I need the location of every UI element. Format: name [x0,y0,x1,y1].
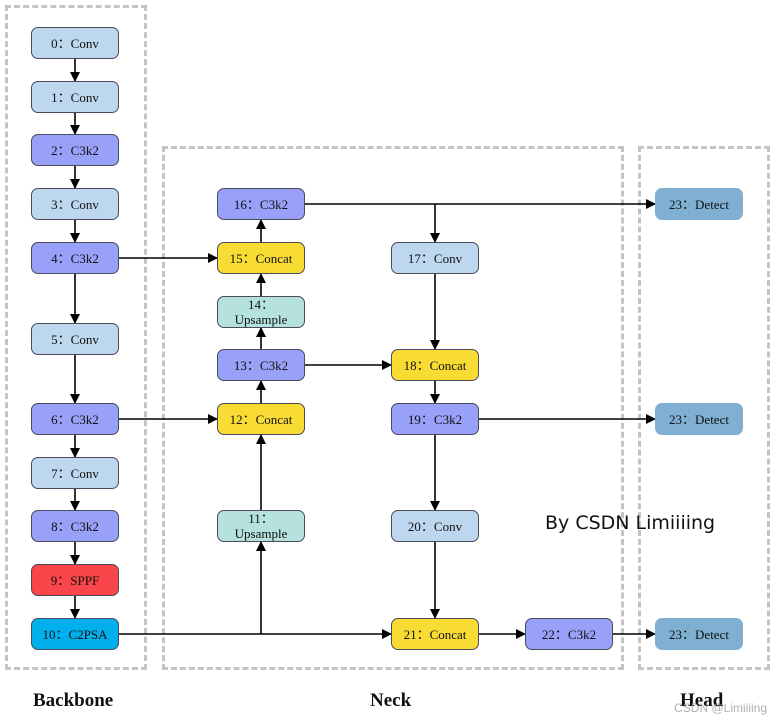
node-17-conv: 17：Conv [391,242,479,274]
node-7-conv: 7：Conv [31,457,119,489]
backbone-region [5,5,147,670]
node-20-conv: 20：Conv [391,510,479,542]
node-19-c3k2: 19：C3k2 [391,403,479,435]
node-1-conv: 1：Conv [31,81,119,113]
node-21-concat: 21：Concat [391,618,479,650]
backbone-label: Backbone [33,690,114,711]
node-16-c3k2: 16：C3k2 [217,188,305,220]
node-8-c3k2: 8：C3k2 [31,510,119,542]
node-13-c3k2: 13：C3k2 [217,349,305,381]
watermark-text: CSDN @Limiiiing [674,701,767,715]
node-11-upsample: 11： Upsample [217,510,305,542]
node-4-c3k2: 4：C3k2 [31,242,119,274]
node-9-sppf: 9：SPPF [31,564,119,596]
node-22-c3k2: 22：C3k2 [525,618,613,650]
node-6-c3k2: 6：C3k2 [31,403,119,435]
head-label: Head [680,690,724,711]
node-12-concat: 12：Concat [217,403,305,435]
node-5-conv: 5：Conv [31,323,119,355]
node-0-conv: 0：Conv [31,27,119,59]
node-23a-detect: 23：Detect [655,188,743,220]
neck-label: Neck [370,690,412,711]
node-10-c2psa: 10：C2PSA [31,618,119,650]
node-18-concat: 18：Concat [391,349,479,381]
signature-text: By CSDN Limiiiing [545,512,716,534]
neck-region [162,146,624,670]
node-23c-detect: 23：Detect [655,618,743,650]
node-14-upsample: 14： Upsample [217,296,305,328]
node-15-concat: 15：Concat [217,242,305,274]
node-2-c3k2: 2：C3k2 [31,134,119,166]
head-region [638,146,770,670]
node-3-conv: 3：Conv [31,188,119,220]
node-23b-detect: 23：Detect [655,403,743,435]
